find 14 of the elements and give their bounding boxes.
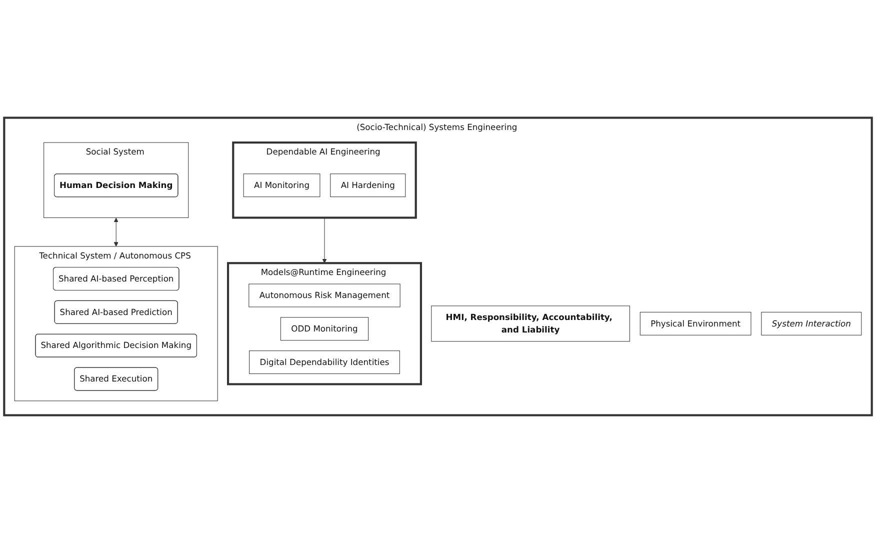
node-box <box>761 312 862 336</box>
node-box <box>330 174 406 198</box>
cluster <box>14 246 218 402</box>
arrow <box>322 217 327 264</box>
node-box <box>431 306 630 342</box>
arrow <box>114 218 118 247</box>
cluster <box>232 142 417 219</box>
node-box <box>249 350 400 374</box>
node-box <box>640 312 752 336</box>
cluster <box>226 262 422 386</box>
cluster <box>44 142 189 218</box>
node-box <box>243 174 320 198</box>
node-box <box>248 284 400 308</box>
node-box <box>280 317 369 341</box>
